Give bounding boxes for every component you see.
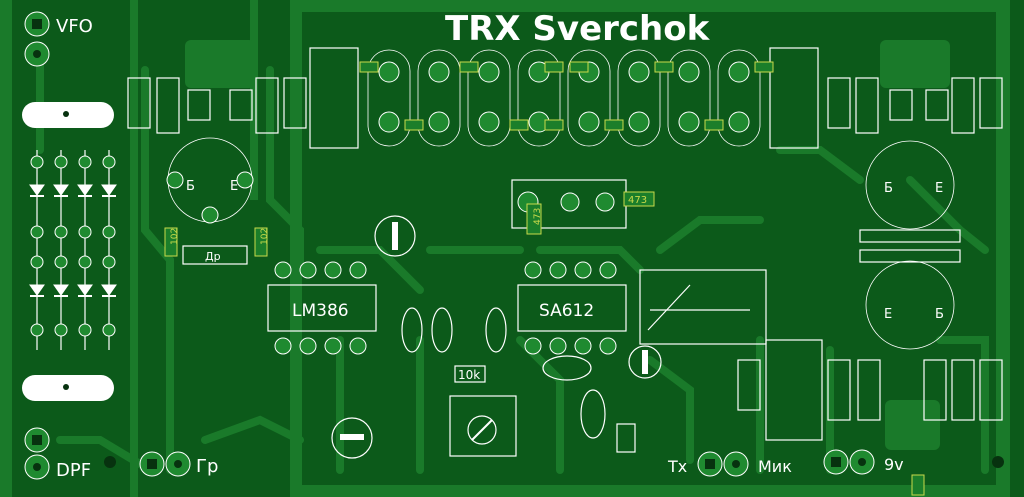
vfo-connector bbox=[24, 11, 50, 67]
left-filter-cluster bbox=[127, 77, 307, 224]
smd-cap-473-vertical-label: 473 bbox=[533, 208, 543, 225]
tx-label: Тх bbox=[667, 457, 687, 476]
vfo-label: VFO bbox=[56, 16, 93, 37]
right-bottom-components bbox=[616, 339, 1003, 453]
coil-e-label-right-bottom: Е bbox=[884, 307, 892, 322]
mik-connector bbox=[697, 451, 749, 477]
ic-lm386-label: LM386 bbox=[292, 301, 349, 321]
coil-e-label-left: Е bbox=[230, 179, 238, 194]
power-label: 9v bbox=[884, 455, 904, 474]
ic-sa612-pins bbox=[524, 261, 617, 355]
gr-label: Гр bbox=[196, 456, 218, 477]
ic-sa612-label: SA612 bbox=[539, 301, 594, 321]
dpf-connector bbox=[24, 427, 50, 480]
smd-resistor-102-left-label: 102 bbox=[170, 228, 180, 245]
board-title: TRX Sverchok bbox=[445, 9, 711, 49]
choke-body bbox=[182, 245, 248, 265]
ic-lm386-pins bbox=[274, 261, 367, 355]
diode-array bbox=[29, 150, 117, 350]
dpf-label: DPF bbox=[56, 460, 91, 481]
power-connector bbox=[823, 449, 875, 475]
crystal-filter-bank bbox=[309, 47, 819, 149]
smd-cap-473-vertical bbox=[526, 203, 542, 235]
coil-b-label-left: Б bbox=[186, 179, 195, 194]
mik-label: Мик bbox=[758, 457, 792, 476]
smd-bottom-right bbox=[911, 474, 925, 496]
ic-sa612 bbox=[517, 284, 627, 332]
mounting-holes bbox=[104, 456, 1004, 468]
coil-b-label-right-top: Б bbox=[884, 181, 893, 196]
transformer-outline bbox=[639, 269, 767, 345]
ic-lm386 bbox=[267, 284, 377, 332]
trimmer-pot bbox=[449, 395, 517, 457]
smd-resistor-102-left bbox=[164, 227, 178, 257]
smd-cap-473 bbox=[623, 191, 655, 207]
smd-cap-473-label: 473 bbox=[628, 195, 647, 206]
coil-b-label-right-bottom: Б bbox=[935, 307, 944, 322]
smd-resistor-102-right bbox=[254, 227, 268, 257]
choke-label: Др bbox=[205, 250, 221, 263]
right-filter-cluster bbox=[827, 77, 1003, 350]
resistor-10k-label-box bbox=[454, 365, 486, 383]
smd-resistor-102-right-label: 102 bbox=[260, 228, 270, 245]
resistor-10k-label: 10k bbox=[458, 368, 480, 382]
gr-connector bbox=[139, 451, 191, 477]
electrolytic-caps bbox=[331, 215, 662, 459]
coil-e-label-right-top: Е bbox=[935, 181, 943, 196]
